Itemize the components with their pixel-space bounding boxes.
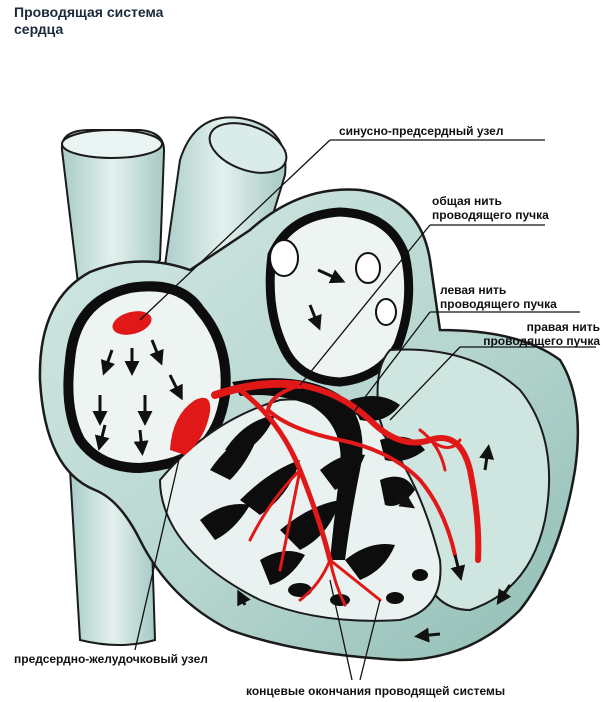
av-node — [170, 397, 211, 455]
label-right-bundle-line-2: проводящего пучка — [483, 334, 600, 348]
label-right-bundle-line-1: правая нить — [526, 320, 600, 334]
sa-node — [112, 311, 152, 335]
label-sa-node: синусно-предсердный узел — [339, 124, 504, 138]
label-common-bundle: общая нить проводящего пучка — [432, 194, 549, 222]
label-left-bundle-line-2: проводящего пучка — [440, 297, 557, 311]
common-bundle — [211, 379, 304, 399]
title-line-2: сердца — [14, 21, 64, 37]
label-left-bundle: левая нить проводящего пучка — [440, 283, 557, 311]
aorta-opening — [208, 122, 288, 174]
label-right-bundle: правая нить проводящего пучка — [460, 320, 600, 348]
vena-cava-opening — [61, 129, 163, 159]
label-common-bundle-line-2: проводящего пучка — [432, 208, 549, 222]
leader-lines — [134, 139, 596, 681]
diagram-title: Проводящая система сердца — [14, 4, 163, 38]
label-av-node: предсердно-желудочковый узел — [14, 652, 208, 666]
conduction-system — [112, 311, 482, 607]
label-common-bundle-line-1: общая нить — [432, 194, 502, 208]
title-line-1: Проводящая система — [14, 4, 164, 20]
label-left-bundle-line-1: левая нить — [440, 283, 507, 297]
flow-arrows — [92, 268, 512, 643]
label-terminal-endings: концевые окончания проводящей системы — [246, 684, 506, 698]
superior-vena-cava — [60, 129, 166, 301]
